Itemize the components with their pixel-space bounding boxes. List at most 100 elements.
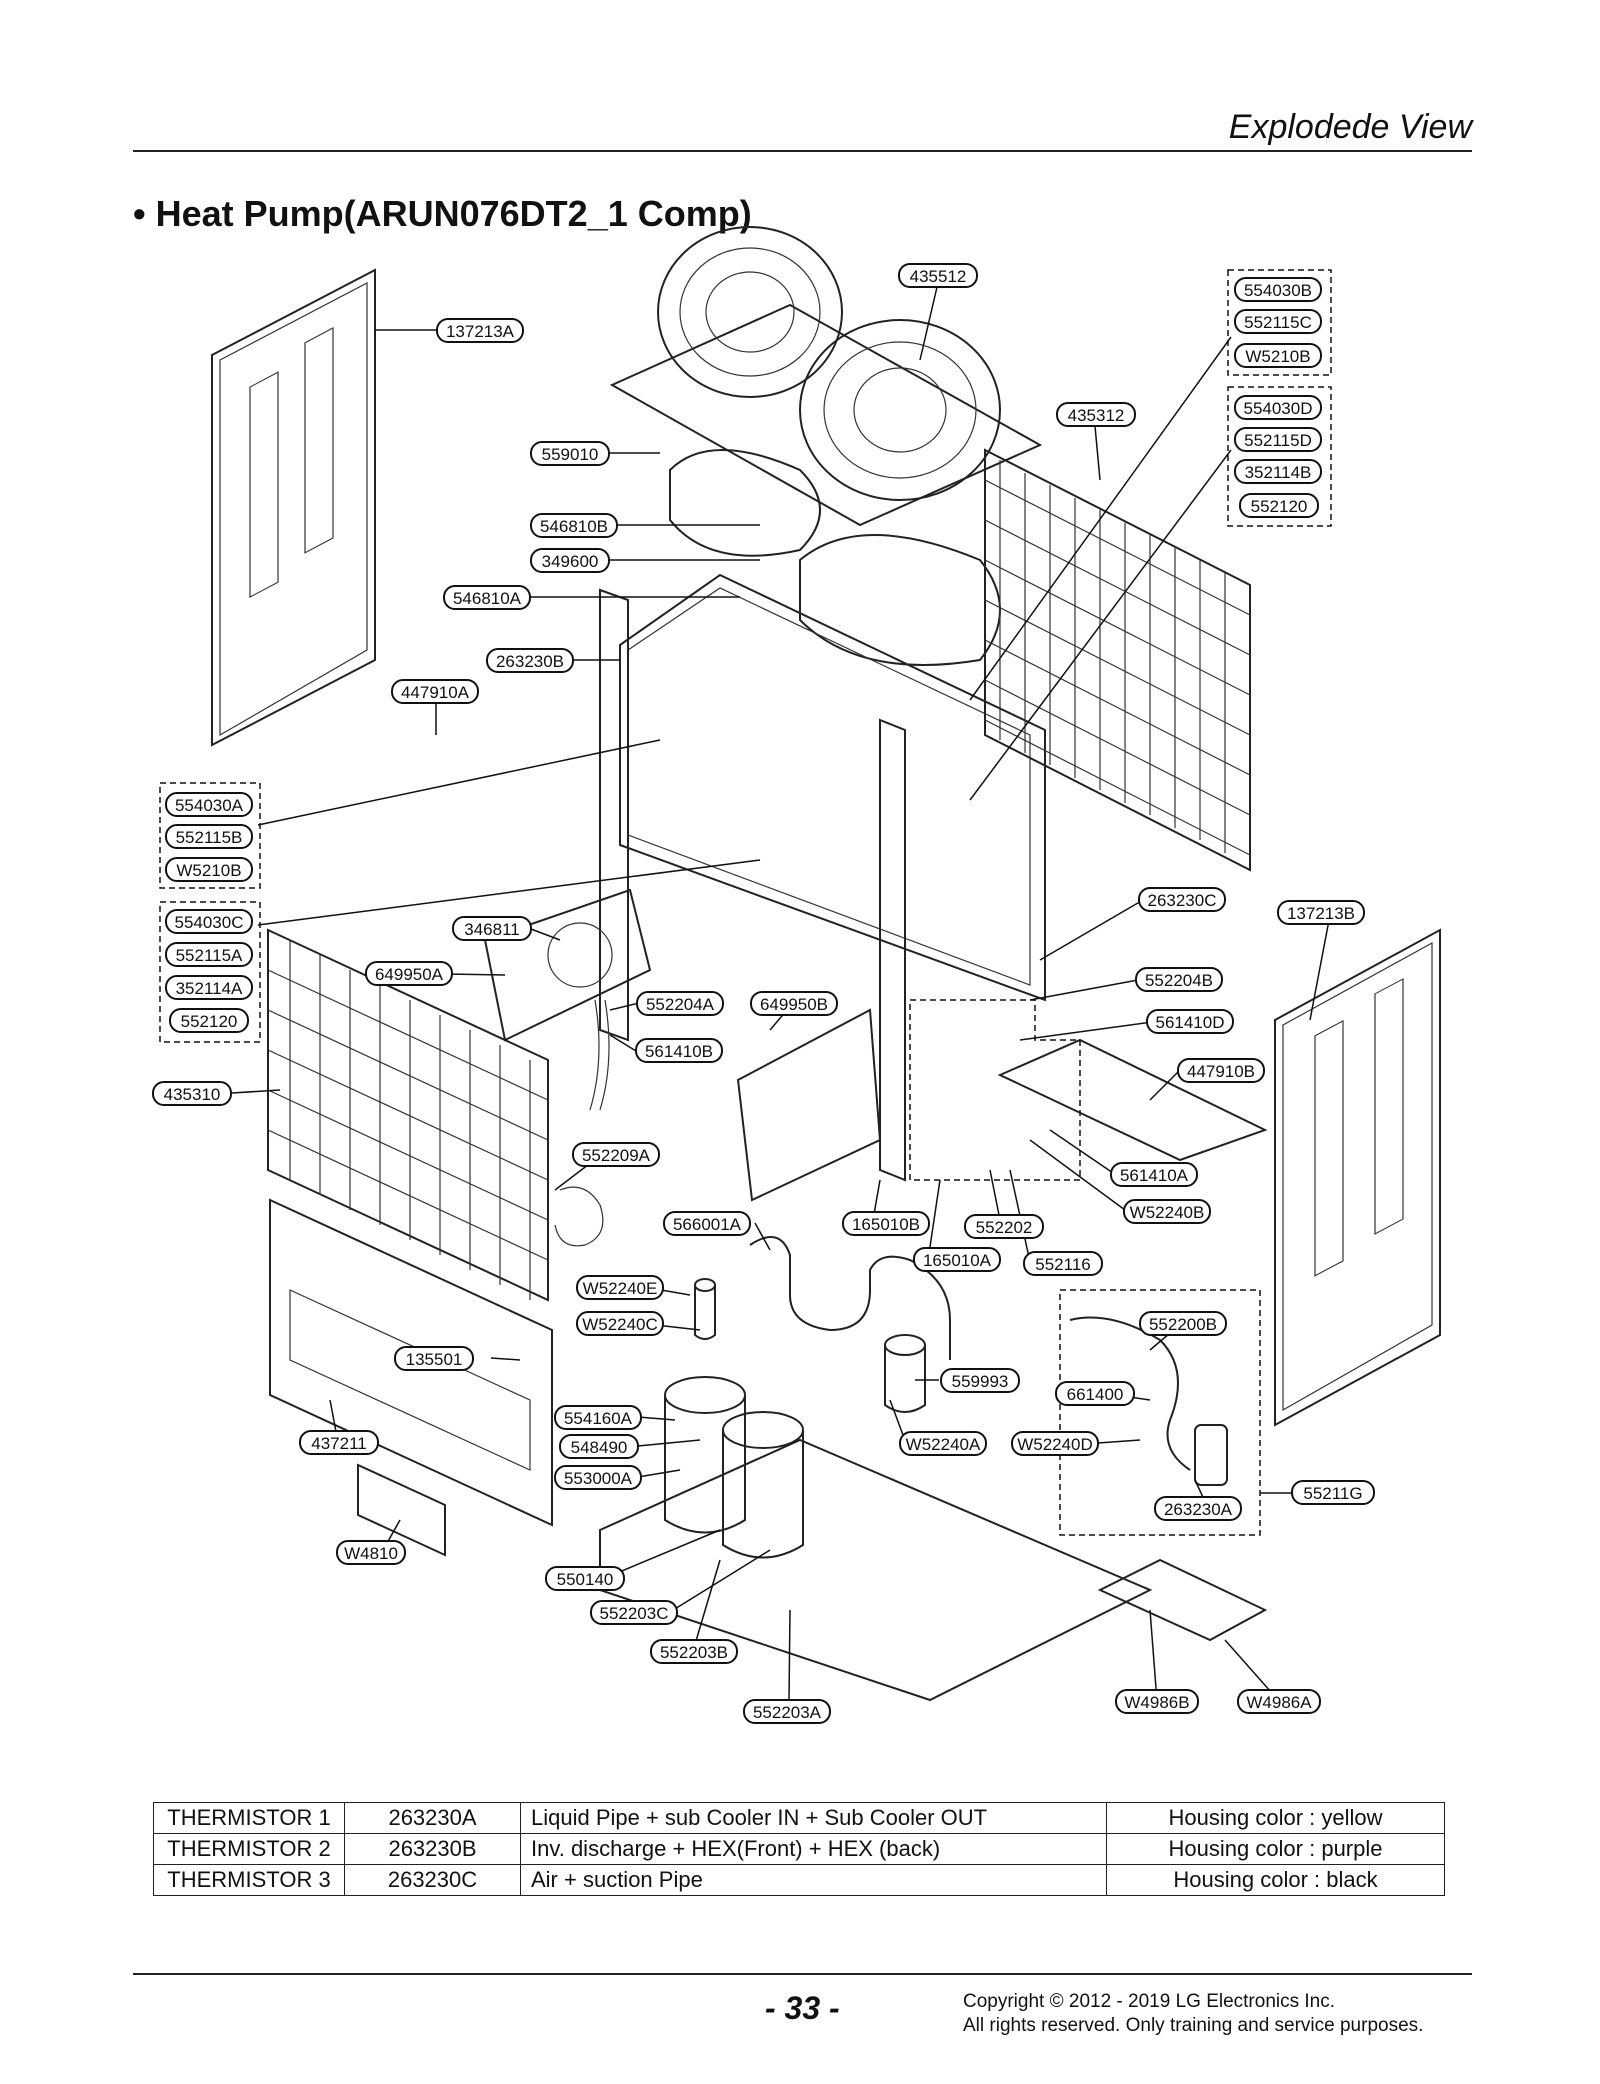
svg-text:W52240B: W52240B xyxy=(1130,1203,1205,1222)
svg-text:561410B: 561410B xyxy=(645,1042,713,1061)
part-label-546810B: 546810B xyxy=(530,513,618,538)
svg-text:W5210B: W5210B xyxy=(1245,347,1310,366)
footer-divider xyxy=(133,1973,1472,1975)
svg-text:552120: 552120 xyxy=(1251,497,1308,516)
svg-text:352114A: 352114A xyxy=(176,979,243,998)
part-label-548490: 548490 xyxy=(559,1434,639,1459)
part-label-553000A: 553000A xyxy=(554,1465,642,1490)
part-label-561410B: 561410B xyxy=(635,1038,723,1063)
part-label-W52240D: W52240D xyxy=(1011,1431,1099,1456)
svg-text:561410D: 561410D xyxy=(1155,1013,1224,1032)
part-label-552115A: 552115A xyxy=(165,942,253,967)
svg-text:165010A: 165010A xyxy=(923,1251,992,1270)
part-label-552204B: 552204B xyxy=(1135,967,1223,992)
part-label-135501: 135501 xyxy=(394,1346,474,1371)
group-box-left-1 xyxy=(159,782,261,889)
part-label-649950B: 649950B xyxy=(750,991,838,1016)
svg-text:554030D: 554030D xyxy=(1243,399,1312,418)
svg-text:552203C: 552203C xyxy=(599,1604,668,1623)
part-label-W52240A: W52240A xyxy=(899,1431,987,1456)
svg-text:W4986A: W4986A xyxy=(1246,1693,1312,1712)
header-divider xyxy=(133,150,1472,152)
thermistor-name: THERMISTOR 2 xyxy=(153,1833,345,1865)
thermistor-location: Air + suction Pipe xyxy=(520,1864,1107,1896)
svg-text:559010: 559010 xyxy=(542,445,599,464)
svg-text:552203A: 552203A xyxy=(753,1703,822,1722)
copyright-line-2: All rights reserved. Only training and s… xyxy=(963,2015,1424,2036)
thermistor-location: Inv. discharge + HEX(Front) + HEX (back) xyxy=(520,1833,1107,1865)
svg-text:435512: 435512 xyxy=(910,267,967,286)
svg-text:554030C: 554030C xyxy=(174,913,243,932)
svg-text:552200B: 552200B xyxy=(1149,1315,1217,1334)
part-label-552202: 552202 xyxy=(964,1214,1044,1239)
part-label-447910A: 447910A xyxy=(391,679,479,704)
part-label-435312: 435312 xyxy=(1056,402,1136,427)
part-label-552204A: 552204A xyxy=(636,991,724,1016)
part-label-552203B: 552203B xyxy=(650,1639,738,1664)
part-label-546810A: 546810A xyxy=(443,585,531,610)
part-label-559993: 559993 xyxy=(940,1368,1020,1393)
part-label-552200B: 552200B xyxy=(1139,1311,1227,1336)
part-label-435310: 435310 xyxy=(152,1081,232,1106)
part-label-552116: 552116 xyxy=(1023,1251,1103,1276)
svg-text:263230B: 263230B xyxy=(496,652,564,671)
part-label-352114A: 352114A xyxy=(165,975,253,1000)
svg-text:346811: 346811 xyxy=(464,920,519,939)
part-label-W5210B-left: W5210B xyxy=(165,857,253,882)
svg-text:552203B: 552203B xyxy=(660,1643,728,1662)
part-label-W4810: W4810 xyxy=(336,1540,406,1565)
svg-text:552209A: 552209A xyxy=(582,1146,651,1165)
table-row: THERMISTOR 2 263230B Inv. discharge + HE… xyxy=(153,1833,1445,1865)
svg-text:W52240E: W52240E xyxy=(583,1279,658,1298)
svg-text:165010B: 165010B xyxy=(852,1215,920,1234)
thermistor-code: 263230C xyxy=(344,1864,521,1896)
svg-text:352114B: 352114B xyxy=(1245,463,1312,482)
copyright-line-1: Copyright © 2012 - 2019 LG Electronics I… xyxy=(963,1991,1336,2012)
page-number: - 33 - xyxy=(765,1990,840,2026)
part-label-554160A: 554160A xyxy=(554,1405,642,1430)
section-title: • Heat Pump(ARUN076DT2_1 Comp) xyxy=(133,193,752,234)
part-label-554030B: 554030B xyxy=(1234,277,1322,302)
svg-text:552115C: 552115C xyxy=(1244,313,1312,332)
part-label-349600: 349600 xyxy=(530,548,610,573)
svg-text:552120: 552120 xyxy=(181,1012,238,1031)
part-label-649950A: 649950A xyxy=(365,961,453,986)
svg-text:561410A: 561410A xyxy=(1120,1166,1189,1185)
svg-text:552204A: 552204A xyxy=(646,995,715,1014)
svg-text:W52240C: W52240C xyxy=(582,1315,658,1334)
svg-text:263230A: 263230A xyxy=(1164,1500,1233,1519)
part-label-137213A: 137213A xyxy=(436,318,524,343)
table-row: THERMISTOR 3 263230C Air + suction Pipe … xyxy=(153,1864,1445,1896)
part-label-165010B: 165010B xyxy=(842,1211,930,1236)
svg-text:435312: 435312 xyxy=(1068,406,1125,425)
svg-text:554160A: 554160A xyxy=(564,1409,633,1428)
svg-text:552115A: 552115A xyxy=(176,946,243,965)
part-label-559010: 559010 xyxy=(530,441,610,466)
group-box-top-right-2 xyxy=(1227,386,1332,527)
svg-text:566001A: 566001A xyxy=(673,1215,742,1234)
svg-text:135501: 135501 xyxy=(406,1350,463,1369)
part-label-554030C: 554030C xyxy=(165,909,253,934)
svg-text:552115B: 552115B xyxy=(176,828,243,847)
svg-text:55211G: 55211G xyxy=(1303,1484,1362,1503)
exploded-view-diagram: 435512 137213A 559010 435312 546810B 349… xyxy=(152,226,1441,1724)
svg-text:137213A: 137213A xyxy=(446,322,515,341)
svg-text:447910A: 447910A xyxy=(401,683,470,702)
svg-text:546810A: 546810A xyxy=(453,589,522,608)
part-label-661400: 661400 xyxy=(1055,1381,1135,1406)
svg-text:W5210B: W5210B xyxy=(176,861,241,880)
svg-text:559993: 559993 xyxy=(952,1372,1009,1391)
thermistor-housing: Housing color : yellow xyxy=(1106,1802,1445,1834)
part-label-552203A: 552203A xyxy=(743,1699,831,1724)
svg-text:349600: 349600 xyxy=(542,552,599,571)
copyright-notice: Copyright © 2012 - 2019 LG Electronics I… xyxy=(963,1990,1423,2038)
svg-text:552202: 552202 xyxy=(976,1218,1033,1237)
part-label-561410D: 561410D xyxy=(1146,1009,1234,1034)
svg-text:447910B: 447910B xyxy=(1187,1062,1255,1081)
thermistor-location: Liquid Pipe + sub Cooler IN + Sub Cooler… xyxy=(520,1802,1107,1834)
part-label-W5210B-top: W5210B xyxy=(1234,343,1322,368)
svg-text:649950B: 649950B xyxy=(760,995,828,1014)
part-label-263230C: 263230C xyxy=(1138,887,1226,912)
part-label-554030A: 554030A xyxy=(165,792,253,817)
thermistor-name: THERMISTOR 3 xyxy=(153,1864,345,1896)
